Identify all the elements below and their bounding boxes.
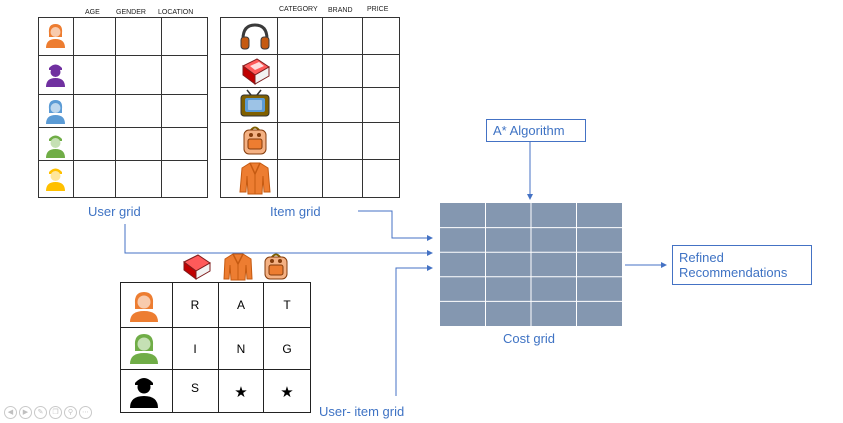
- person-male-icon: [46, 135, 65, 158]
- book-icon: [242, 58, 270, 85]
- rating-cell: N: [237, 342, 246, 356]
- user-grid-caption: User grid: [88, 204, 141, 219]
- person-female-icon: [46, 100, 65, 124]
- item-grid-caption: Item grid: [270, 204, 321, 219]
- user-grid-header-gender: GENDER: [116, 9, 146, 16]
- person-male-icon: [46, 64, 65, 87]
- copy-icon[interactable]: ❐: [49, 406, 62, 419]
- slide-controls: ◀ ▶ ✎ ❐ ⚲ ⋯: [4, 406, 92, 419]
- person-female-icon: [46, 24, 65, 48]
- rating-cell: G: [282, 342, 291, 356]
- user-item-grid: R A T I N G S ★ ★: [120, 282, 311, 413]
- user-grid-header-location: LOCATION: [158, 9, 194, 16]
- person-male-icon: [46, 168, 65, 191]
- cost-grid-caption: Cost grid: [503, 331, 556, 346]
- user-item-grid-connector: [395, 265, 433, 396]
- item-grid: [220, 17, 400, 198]
- person-female-icon: [130, 334, 158, 364]
- headphones-icon: [240, 23, 270, 50]
- algorithm-box: A* Algorithm: [486, 119, 586, 142]
- rating-cell: ★: [234, 384, 247, 401]
- user-item-grid-item-icons: [183, 253, 288, 281]
- book-icon: [183, 254, 211, 280]
- rating-cell: R: [191, 298, 200, 312]
- jacket-icon: [239, 162, 271, 195]
- prev-icon[interactable]: ◀: [4, 406, 17, 419]
- television-icon: [240, 89, 270, 117]
- person-female-icon: [130, 292, 158, 322]
- next-icon[interactable]: ▶: [19, 406, 32, 419]
- backpack-icon: [243, 126, 267, 155]
- more-icon[interactable]: ⋯: [79, 406, 92, 419]
- user-item-grid-caption: User- item grid: [319, 404, 405, 419]
- rating-cell: I: [193, 342, 196, 356]
- rating-cell: ★: [280, 384, 293, 401]
- item-grid-connector: [358, 210, 433, 241]
- item-grid-header-category: CATEGORY: [279, 6, 318, 13]
- item-grid-header-price: PRICE: [367, 6, 389, 13]
- user-grid-connector: [124, 224, 433, 256]
- cost-grid: [440, 203, 622, 326]
- refined-recommendations-box: Refined Recommendations: [672, 245, 812, 285]
- item-grid-header-brand: BRAND: [328, 7, 353, 14]
- rating-cell: A: [237, 298, 245, 312]
- person-male-icon: [130, 378, 158, 408]
- user-grid: [38, 17, 208, 198]
- backpack-icon: [264, 253, 288, 280]
- zoom-icon[interactable]: ⚲: [64, 406, 77, 419]
- rating-cell: T: [283, 298, 291, 312]
- user-grid-header-age: AGE: [85, 9, 100, 16]
- pen-icon[interactable]: ✎: [34, 406, 47, 419]
- rating-cell: S: [191, 381, 199, 395]
- jacket-icon: [223, 253, 253, 281]
